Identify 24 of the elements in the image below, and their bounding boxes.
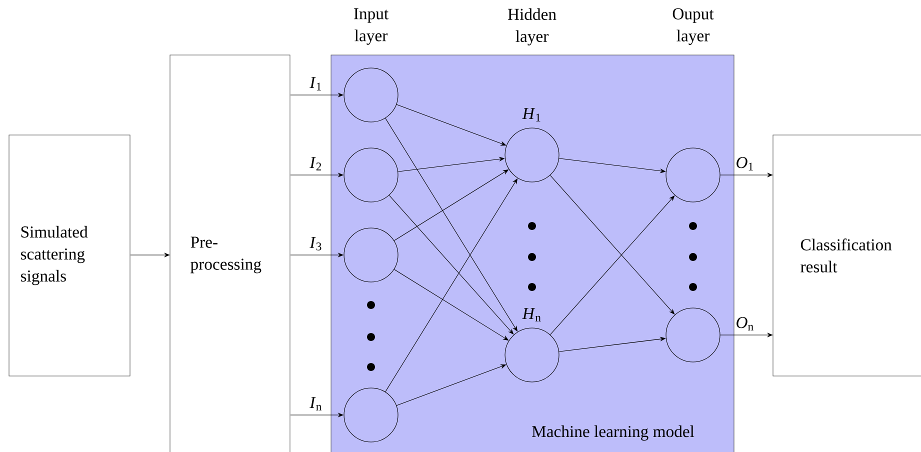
neuron-circle	[344, 228, 398, 282]
edge-label: O$_{1}$	[736, 156, 753, 170]
neuron-circle	[666, 148, 720, 202]
process-box: Pre-processing	[170, 54, 290, 452]
neuron-circle	[344, 68, 398, 122]
arrow	[396, 104, 506, 146]
neuron-circle	[504, 128, 560, 182]
neuron-circle	[344, 388, 398, 442]
neuron-label: H$_{n}$	[522, 308, 541, 322]
layer-heading: Ouput layer	[672, 8, 714, 45]
edge-label: I$_{3}$	[310, 236, 322, 250]
layer-heading: Input layer	[354, 8, 388, 45]
process-box: Simulated scattering signals	[8, 134, 130, 376]
arrow	[396, 364, 506, 406]
layer-heading: Hidden layer	[508, 8, 556, 46]
edge-label: I$_{1}$	[310, 77, 321, 90]
edge-label: O$_{n}$	[736, 316, 754, 330]
neuron-label: H$_{1}$	[522, 108, 540, 122]
edge-label: I$_{2}$	[310, 157, 322, 170]
neuron-circle	[666, 308, 720, 362]
neuron-circle	[504, 328, 560, 382]
process-box: Classification result	[772, 134, 921, 376]
edge-label: I$_{n}$	[310, 397, 322, 410]
neuron-circle	[344, 148, 398, 202]
